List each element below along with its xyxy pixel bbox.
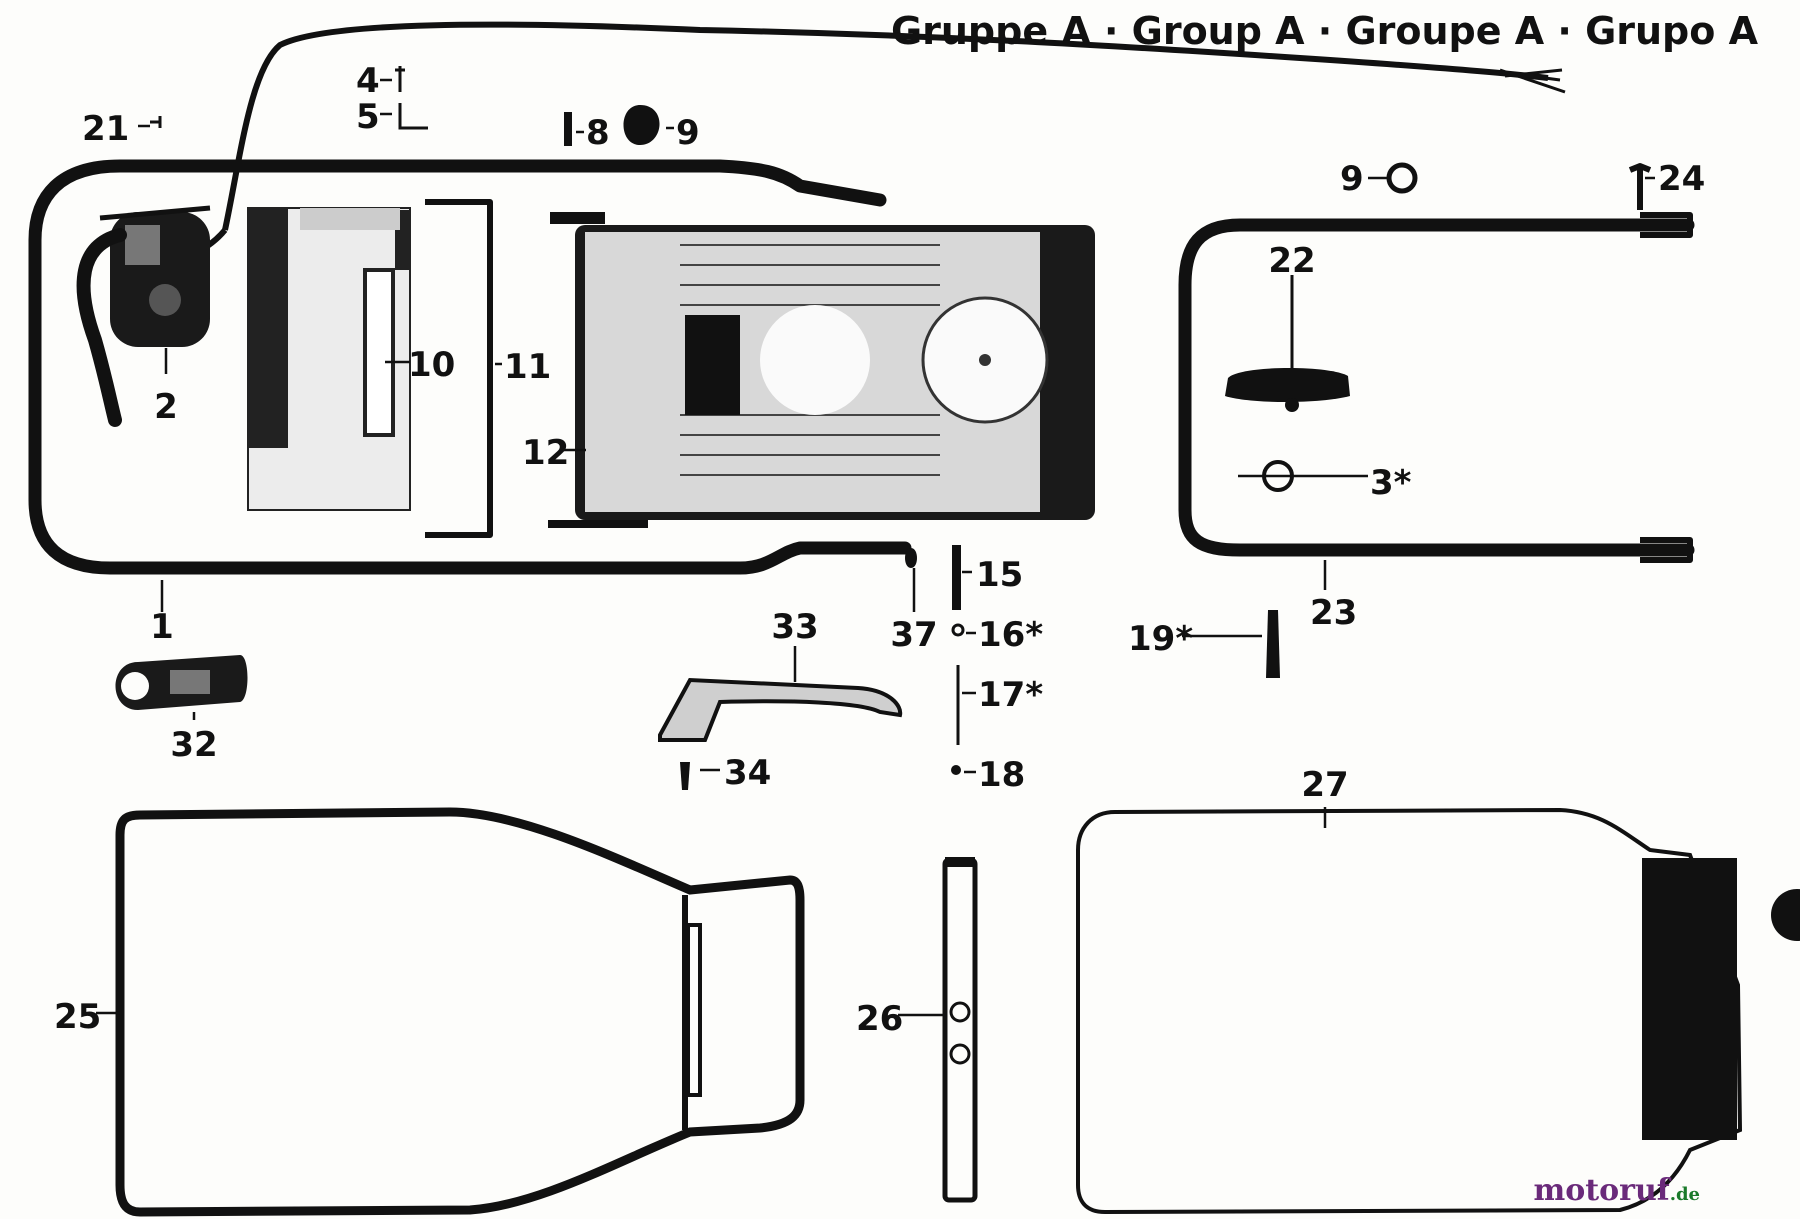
part-23-lower-handle xyxy=(1178,218,1695,557)
diagram-title: Gruppe A · Group A · Groupe A · Grupo A xyxy=(891,9,1759,53)
callout-26: 26 xyxy=(856,999,903,1039)
callout-32: 32 xyxy=(170,725,217,765)
part-4-screw xyxy=(395,66,405,92)
callout-33: 33 xyxy=(771,607,818,647)
callout-22: 22 xyxy=(1268,241,1315,281)
callout-12: 12 xyxy=(522,433,569,473)
callout-37: 37 xyxy=(890,615,937,655)
callout-4: 4 xyxy=(356,61,380,101)
part-9-nut xyxy=(623,105,660,145)
part-32-latch-plate xyxy=(115,655,248,710)
part-8-pin xyxy=(564,112,572,146)
part-24-screw xyxy=(1628,163,1652,210)
part-2-switch-box xyxy=(76,205,211,427)
part-12-motor-housing xyxy=(548,212,1095,528)
callout-17: 17* xyxy=(978,675,1043,715)
callout-9-nut: 9 xyxy=(676,113,700,153)
part-19-bolt xyxy=(1266,610,1280,678)
callout-18: 18 xyxy=(978,755,1025,795)
part-22-knob xyxy=(1225,275,1350,412)
part-26-support-bar xyxy=(942,857,978,1203)
callout-3: 3* xyxy=(1370,463,1412,503)
part-9-washer-right xyxy=(1386,162,1418,194)
part-1-handle-frame xyxy=(28,159,912,575)
callout-24: 24 xyxy=(1658,159,1705,199)
part-11-bracket xyxy=(425,199,493,538)
part-10-lever-plate xyxy=(247,207,411,511)
callout-2: 2 xyxy=(154,387,178,427)
callout-34: 34 xyxy=(724,753,771,793)
callout-21: 21 xyxy=(82,109,129,149)
part-23-end-cap-top xyxy=(1640,212,1693,238)
watermark-suffix: .de xyxy=(1670,1184,1700,1205)
part-27-grass-bag xyxy=(1076,807,1800,1215)
part-5-clip xyxy=(398,103,428,130)
watermark-main: motoruf xyxy=(1534,1173,1672,1208)
part-37-rivet xyxy=(905,548,917,568)
callout-16: 16* xyxy=(978,615,1043,655)
part-34-screw xyxy=(680,762,690,790)
leader-lines xyxy=(96,78,1655,1017)
part-15-rod xyxy=(952,545,961,610)
callout-5: 5 xyxy=(356,97,380,137)
part-33-lever xyxy=(658,677,903,742)
callout-11: 11 xyxy=(504,347,551,387)
part-23-end-cap-bottom xyxy=(1640,537,1693,563)
callout-25: 25 xyxy=(54,997,101,1037)
callout-9-washer: 9 xyxy=(1340,159,1364,199)
part-25-bag-frame xyxy=(115,807,805,1217)
part-16-washer xyxy=(951,623,965,637)
watermark-logo: motoruf.de xyxy=(1534,1173,1700,1208)
callout-27: 27 xyxy=(1301,765,1348,805)
callout-8: 8 xyxy=(586,113,610,153)
callout-1: 1 xyxy=(150,607,174,647)
callout-23: 23 xyxy=(1310,593,1357,633)
callout-15: 15 xyxy=(976,555,1023,595)
part-21-pin xyxy=(150,116,162,128)
callout-10: 10 xyxy=(408,345,455,385)
callout-19: 19* xyxy=(1128,619,1193,659)
part-18-clip xyxy=(951,765,961,775)
